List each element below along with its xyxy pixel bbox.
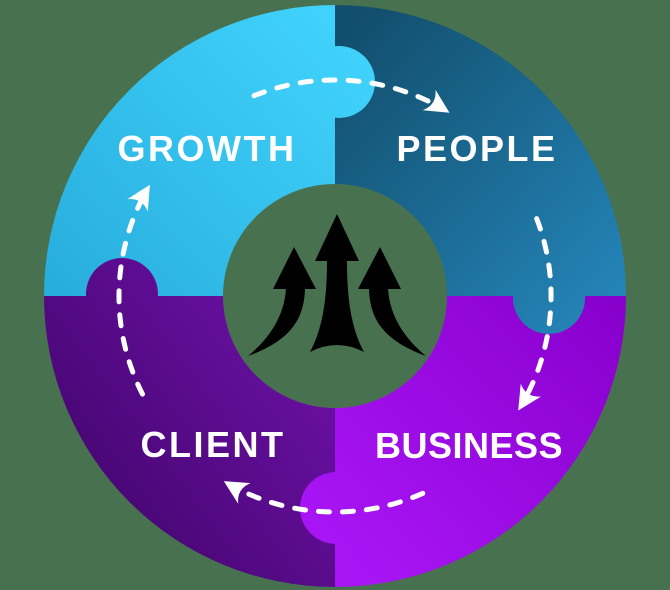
segment-growth xyxy=(44,5,335,296)
flow-arc-client-to-growth xyxy=(116,198,145,397)
right-up-arrow xyxy=(358,247,426,356)
segment-client xyxy=(44,296,335,587)
left-up-arrow xyxy=(248,247,316,356)
puzzle-tab-business xyxy=(300,472,372,544)
flow-arc-people-to-business xyxy=(525,216,554,397)
puzzle-tab-client xyxy=(86,258,158,330)
flow-arrowhead-people-to-business xyxy=(518,383,542,411)
flow-arrowhead-client-to-growth xyxy=(127,184,150,212)
segment-people xyxy=(335,5,626,296)
segment-label-business: BUSINESS xyxy=(375,425,563,466)
flow-arrows xyxy=(116,77,554,515)
flow-arc-growth-to-people xyxy=(251,77,436,106)
flow-arrowhead-business-to-client xyxy=(223,481,251,504)
segment-label-client: CLIENT xyxy=(141,424,286,465)
puzzle-tabs xyxy=(86,46,585,544)
segment-labels: GROWTH PEOPLE BUSINESS CLIENT xyxy=(118,128,563,466)
segment-label-growth: GROWTH xyxy=(118,128,297,169)
triple-up-arrows-icon xyxy=(248,214,426,356)
ring-segments xyxy=(44,5,626,587)
center-up-arrow xyxy=(310,214,364,352)
segment-business xyxy=(335,296,626,587)
flow-arc-business-to-client xyxy=(234,486,426,515)
segment-label-people: PEOPLE xyxy=(396,128,557,169)
flow-arrowhead-growth-to-people xyxy=(422,89,450,113)
puzzle-tab-growth xyxy=(303,46,375,118)
